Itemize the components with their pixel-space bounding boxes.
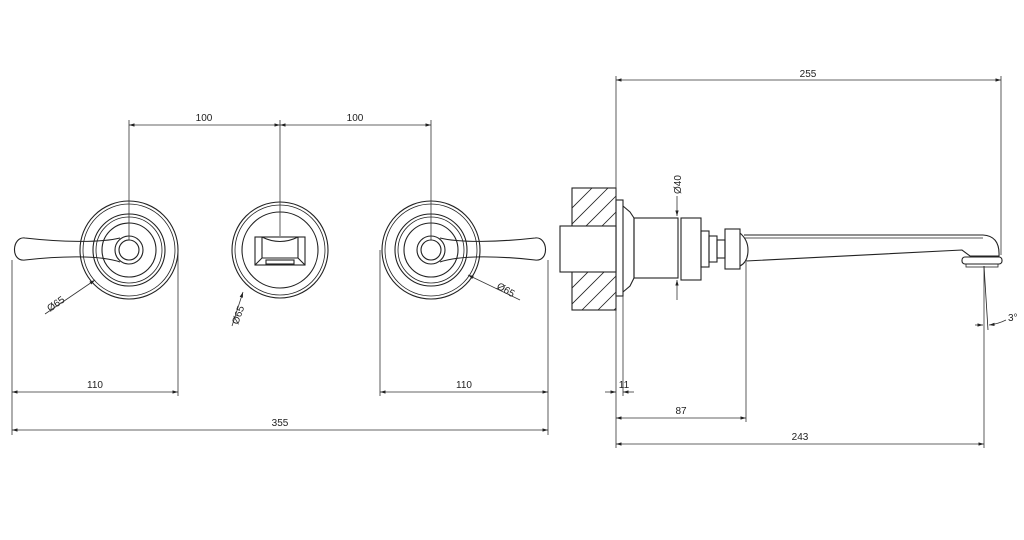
spout-assembly (615, 199, 1003, 297)
dim-100-right: 100 (347, 113, 364, 124)
left-handle (13, 200, 179, 300)
side-dimensions: 255 Ø40 11 87 243 3° (605, 69, 1018, 448)
dia-65-left: Ø65 (45, 294, 67, 314)
front-dimensions: 100 100 110 110 355 Ø65 Ø65 Ø65 (11, 113, 549, 435)
wall-section (559, 187, 617, 311)
dia-40: Ø40 (673, 175, 684, 194)
dim-100-left: 100 (196, 113, 213, 124)
dim-355: 355 (272, 418, 289, 429)
dia-65-center: Ø65 (230, 304, 247, 326)
angle-3deg: 3° (1008, 313, 1018, 324)
right-handle (381, 200, 547, 300)
dim-110-right: 110 (456, 380, 472, 391)
dia-65-right: Ø65 (495, 281, 517, 300)
dim-11: 11 (619, 380, 630, 391)
dim-110-left: 110 (87, 380, 103, 391)
dim-87: 87 (675, 406, 687, 417)
dim-255: 255 (800, 69, 817, 80)
dim-243: 243 (792, 432, 809, 443)
